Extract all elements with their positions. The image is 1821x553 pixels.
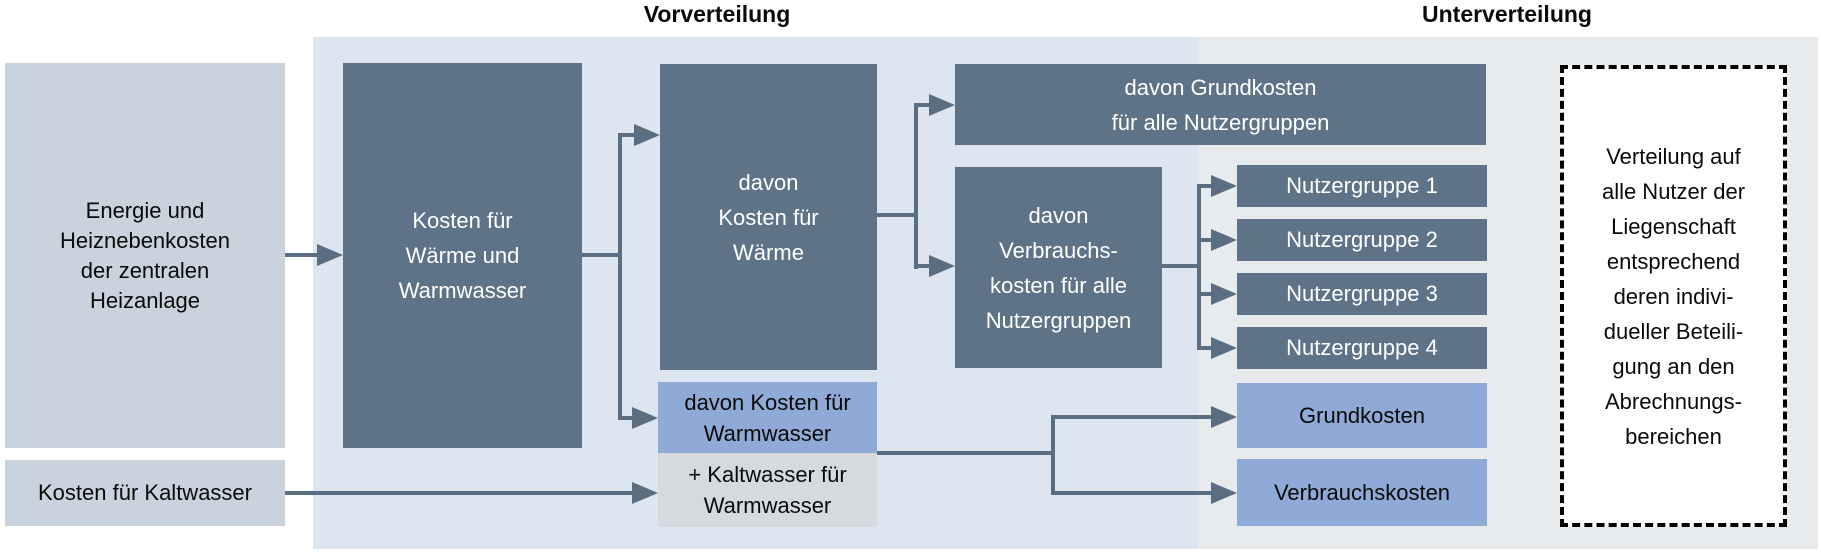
connector-line <box>1197 184 1213 188</box>
box-davon-grundkosten: davon Grundkosten für alle Nutzergruppen <box>955 64 1486 145</box>
connector-line <box>285 491 634 495</box>
box-nutzergruppe-1: Nutzergruppe 1 <box>1237 165 1487 207</box>
arrowhead-right-icon <box>634 124 660 146</box>
connector-line <box>285 253 321 257</box>
box-energie-heiznebenkosten: Energie und Heiznebenkosten der zentrale… <box>5 63 285 448</box>
connector-line <box>877 213 918 217</box>
box-davon-verbrauchskosten: davon Verbrauchs- kosten für alle Nutzer… <box>955 167 1162 368</box>
arrowhead-right-icon <box>1211 175 1237 197</box>
box-nutzergruppe-3: Nutzergruppe 3 <box>1237 273 1487 315</box>
connector-line <box>914 103 918 269</box>
box-davon-kosten-warmwasser: davon Kosten für Warmwasser <box>658 382 877 453</box>
connector-line <box>914 103 932 107</box>
connector-line <box>582 253 622 257</box>
arrowhead-right-icon <box>632 407 658 429</box>
box-verteilung-hinweis: Verteilung auf alle Nutzer der Liegensch… <box>1560 65 1787 527</box>
arrowhead-right-icon <box>1211 337 1237 359</box>
box-kosten-kaltwasser: Kosten für Kaltwasser <box>5 460 285 526</box>
box-kaltwasser-fuer-warmwasser: + Kaltwasser für Warmwasser <box>658 453 877 527</box>
connector-line <box>1051 415 1213 419</box>
connector-line <box>1162 264 1201 268</box>
connector-line <box>1197 184 1201 350</box>
arrowhead-right-icon <box>317 244 343 266</box>
arrowhead-right-icon <box>929 255 955 277</box>
box-nutzergruppe-2: Nutzergruppe 2 <box>1237 219 1487 261</box>
connector-line <box>1197 292 1213 296</box>
connector-line <box>618 416 636 420</box>
arrowhead-right-icon <box>1211 283 1237 305</box>
connector-line <box>1051 491 1213 495</box>
arrowhead-right-icon <box>929 94 955 116</box>
arrowhead-right-icon <box>1211 229 1237 251</box>
arrowhead-right-icon <box>1211 482 1237 504</box>
connector-line <box>877 451 1055 455</box>
connector-line <box>1197 346 1213 350</box>
connector-line <box>618 133 636 137</box>
box-nutzergruppe-4: Nutzergruppe 4 <box>1237 327 1487 369</box>
box-davon-kosten-waerme: davon Kosten für Wärme <box>660 64 877 370</box>
box-verbrauchskosten: Verbrauchskosten <box>1237 459 1487 526</box>
connector-line <box>618 133 622 420</box>
connector-line <box>1197 238 1213 242</box>
arrowhead-right-icon <box>1211 406 1237 428</box>
connector-line <box>1051 415 1055 495</box>
connector-line <box>914 264 932 268</box>
box-grundkosten: Grundkosten <box>1237 383 1487 448</box>
unterverteilung-heading: Unterverteilung <box>1422 1 1592 27</box>
arrowhead-right-icon <box>632 482 658 504</box>
box-kosten-waerme-warmwasser: Kosten für Wärme und Warmwasser <box>343 63 582 448</box>
vorverteilung-heading: Vorverteilung <box>643 1 791 27</box>
